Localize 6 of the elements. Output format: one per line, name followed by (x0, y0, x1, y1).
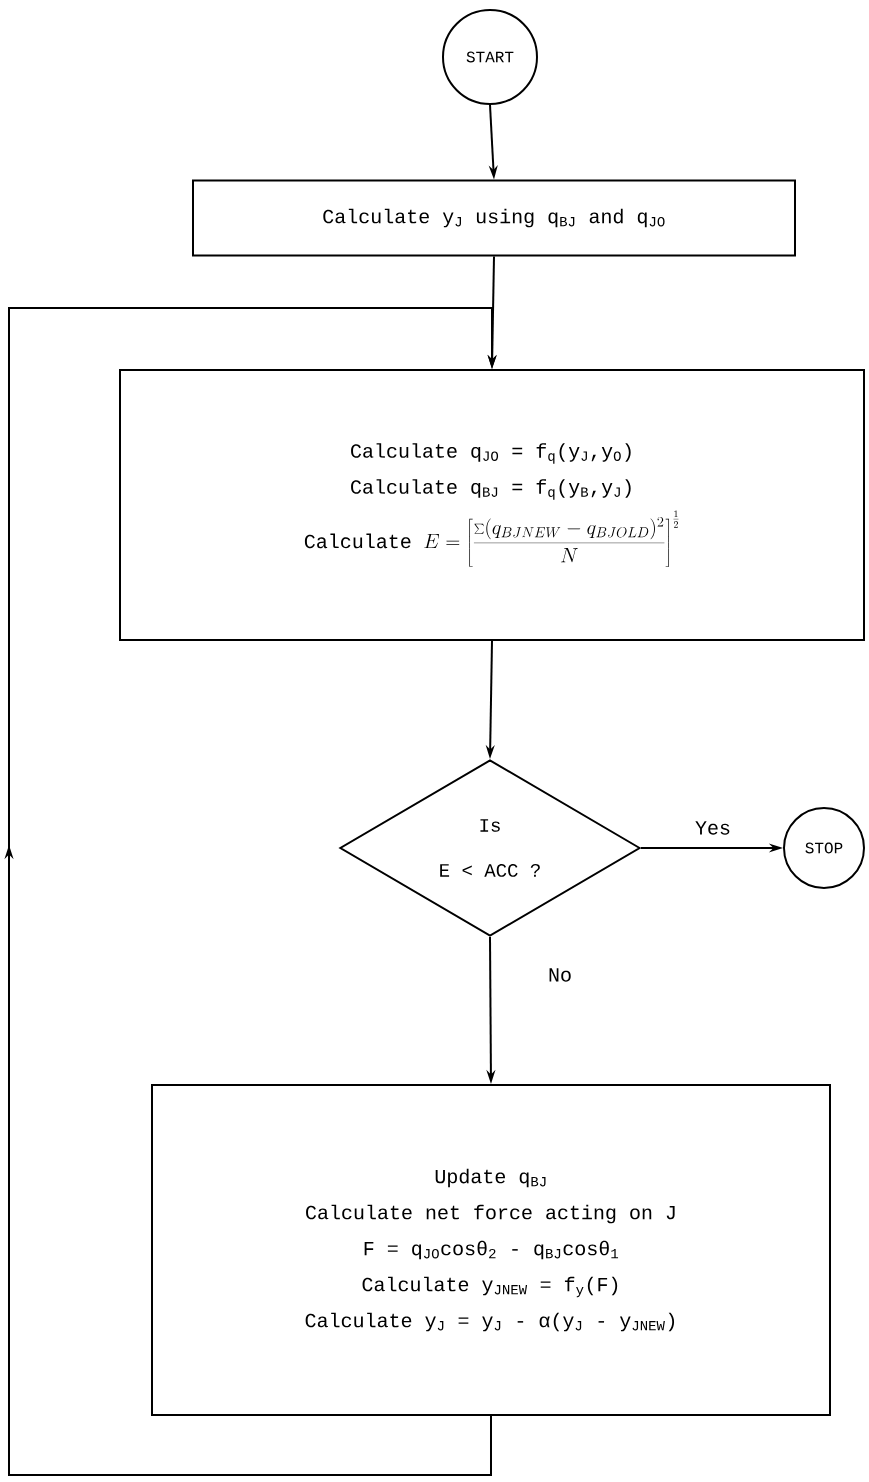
process-box: Calculate q$_{JO}$ = f$_{q}$(y$_{J}$,y$_{O}$) Calculate q$_{BJ}$ = f$_{q}$(y$_{B}$,y$_{J}$) $\mbox{Calculate}\;\; E = \left[\frac{\sum(q_{BJNEW} - q_{BJOLD})^{2}}{N}\right]^{\frac{1}{2}}$ (119, 369, 865, 641)
edge-label: No (546, 966, 574, 984)
edge-label: Yes (693, 819, 733, 837)
process-box: Update q$_{BJ}$ Calculate net force acting on J F = q$_{JO}$cosθ$_{2}$ - q$_{BJ}$cosθ$_{1}$ Calculate y$_{JNEW}$ = f$_{y}$(F) Calculate y$_{J}$ = y$_{J}$ - α(y$_{J}$ - y$_{JNEW}$) (151, 1084, 831, 1416)
process-box: Calculate y$_{J}$ using q$_{BJ}$ and q$_{JO}$ (192, 179, 796, 257)
arrow (4, 307, 497, 1476)
